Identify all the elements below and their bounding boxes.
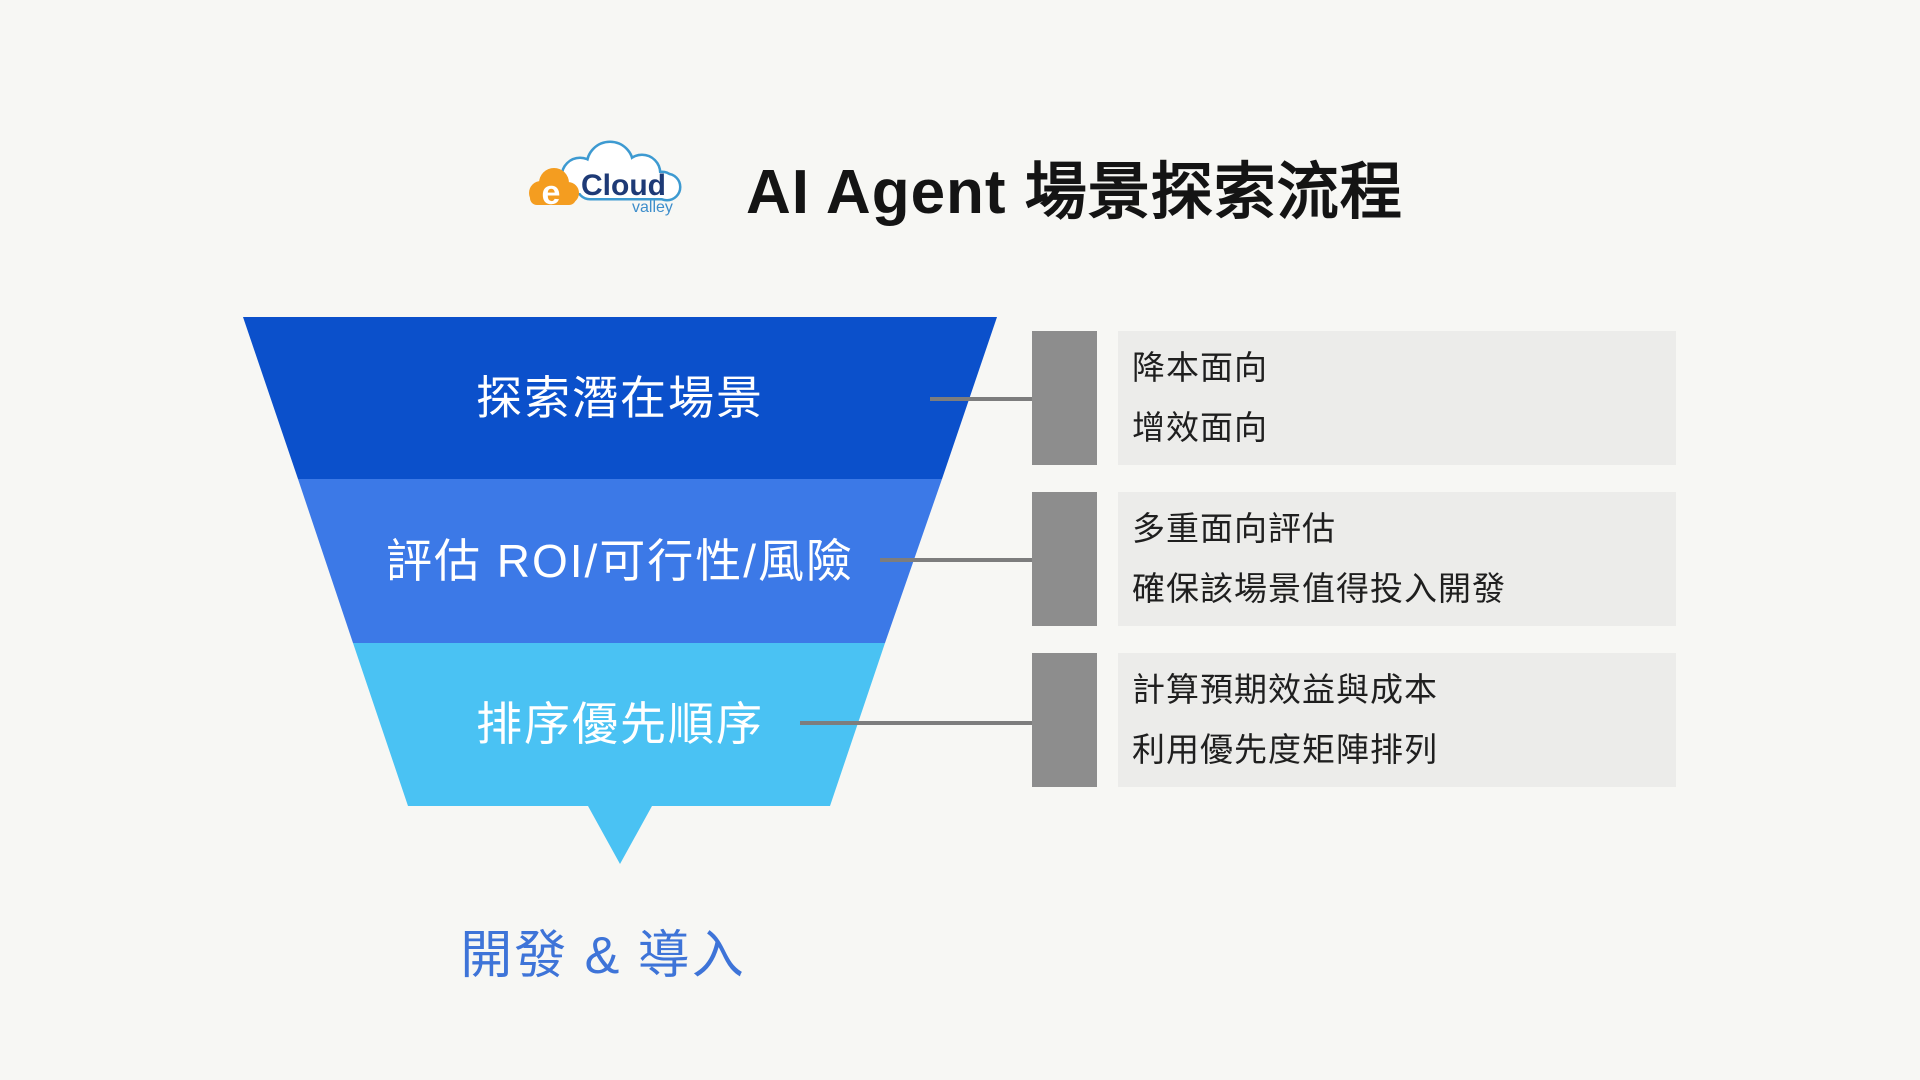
note-box-3: 計算預期效益與成本 利用優先度矩陣排列: [1118, 653, 1676, 787]
cloud-logo-graphic: e Cloud valley: [529, 140, 682, 216]
outcome-label: 開發 & 導入: [460, 927, 746, 985]
funnel-stage-2-shape: [298, 479, 942, 643]
funnel-stage-3-shape: [353, 643, 885, 864]
note-accent-bar-1: [1032, 331, 1097, 465]
funnel-stage-1-shape: [243, 317, 997, 479]
note-box-1-line-1: 降本面向: [1132, 349, 1268, 386]
note-accent-bar-3: [1032, 653, 1097, 787]
logo-valley-text: valley: [632, 199, 673, 216]
note-box-2-line-2: 確保該場景值得投入開發: [1132, 570, 1506, 607]
note-box-2-line-1: 多重面向評估: [1132, 510, 1336, 547]
note-box-1: 降本面向 增效面向: [1118, 331, 1676, 465]
note-box-3-line-1: 計算預期效益與成本: [1132, 671, 1438, 708]
note-box-1-line-2: 增效面向: [1132, 409, 1268, 446]
orange-cloud-icon: [529, 168, 579, 205]
page-title: AI Agent 場景探索流程: [746, 158, 1403, 227]
funnel-stage-3-label: 排序優先順序: [476, 698, 764, 750]
funnel-stage-2-label: 評估 ROI/可行性/風險: [385, 535, 855, 587]
note-box-2: 多重面向評估 確保該場景值得投入開發: [1118, 492, 1676, 626]
funnel-stage-1-label: 探索潛在場景: [476, 372, 764, 424]
logo-cloud-text: Cloud: [581, 169, 666, 202]
logo-e-text: e: [542, 174, 561, 212]
note-box-3-line-2: 利用優先度矩陣排列: [1132, 731, 1438, 768]
ecloudvalley-logo: e Cloud valley: [526, 136, 698, 222]
note-accent-bar-2: [1032, 492, 1097, 626]
